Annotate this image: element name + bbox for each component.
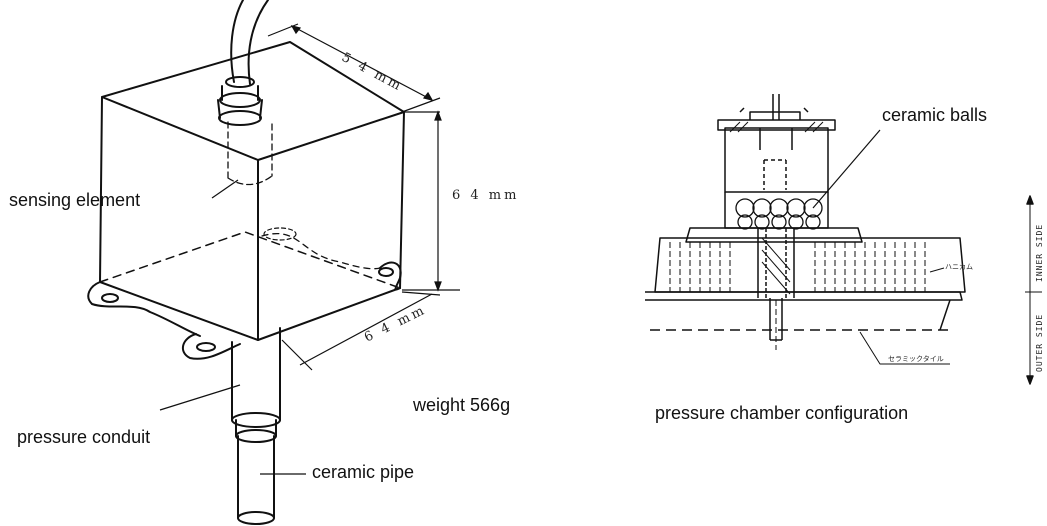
dim-label-height: 6 4 mm [452,188,520,203]
leader-conduit [159,384,241,411]
label-weight: weight 566g [413,395,511,415]
dim-line-height [402,111,460,291]
label-honeycomb: ハニカム [945,263,973,271]
label-outer-side: OUTER SIDE [1035,313,1044,372]
chamber-drawing [645,94,1042,385]
label-inner-side: INNER SIDE [1035,223,1044,282]
dim-line-depth [281,291,441,371]
flange-left [87,281,201,337]
leader-balls [812,129,881,209]
ceramic-pipe [237,435,275,519]
flange-front [181,333,241,360]
pressure-conduit [231,327,281,421]
label-chamber-caption: pressure chamber configuration [655,403,909,423]
honeycomb-hatch [669,242,926,292]
cube-front-left [99,96,103,283]
sensor-cable [230,0,244,83]
label-ceramic-pipe: ceramic pipe [312,462,415,482]
cube-front-right [399,111,405,289]
sensor-cable-inner [247,0,269,85]
flange-right [379,261,402,291]
label-pressure-conduit: pressure conduit [17,427,151,447]
side-axis [1025,200,1042,380]
leader-sensing [211,179,239,199]
label-sensing-element: sensing element [9,190,141,210]
ceramic-balls-group [735,198,823,230]
connector-top [225,76,255,88]
label-ceramic-balls: ceramic balls [882,105,988,125]
label-ceramic-tile: セラミックタイル [888,355,944,363]
